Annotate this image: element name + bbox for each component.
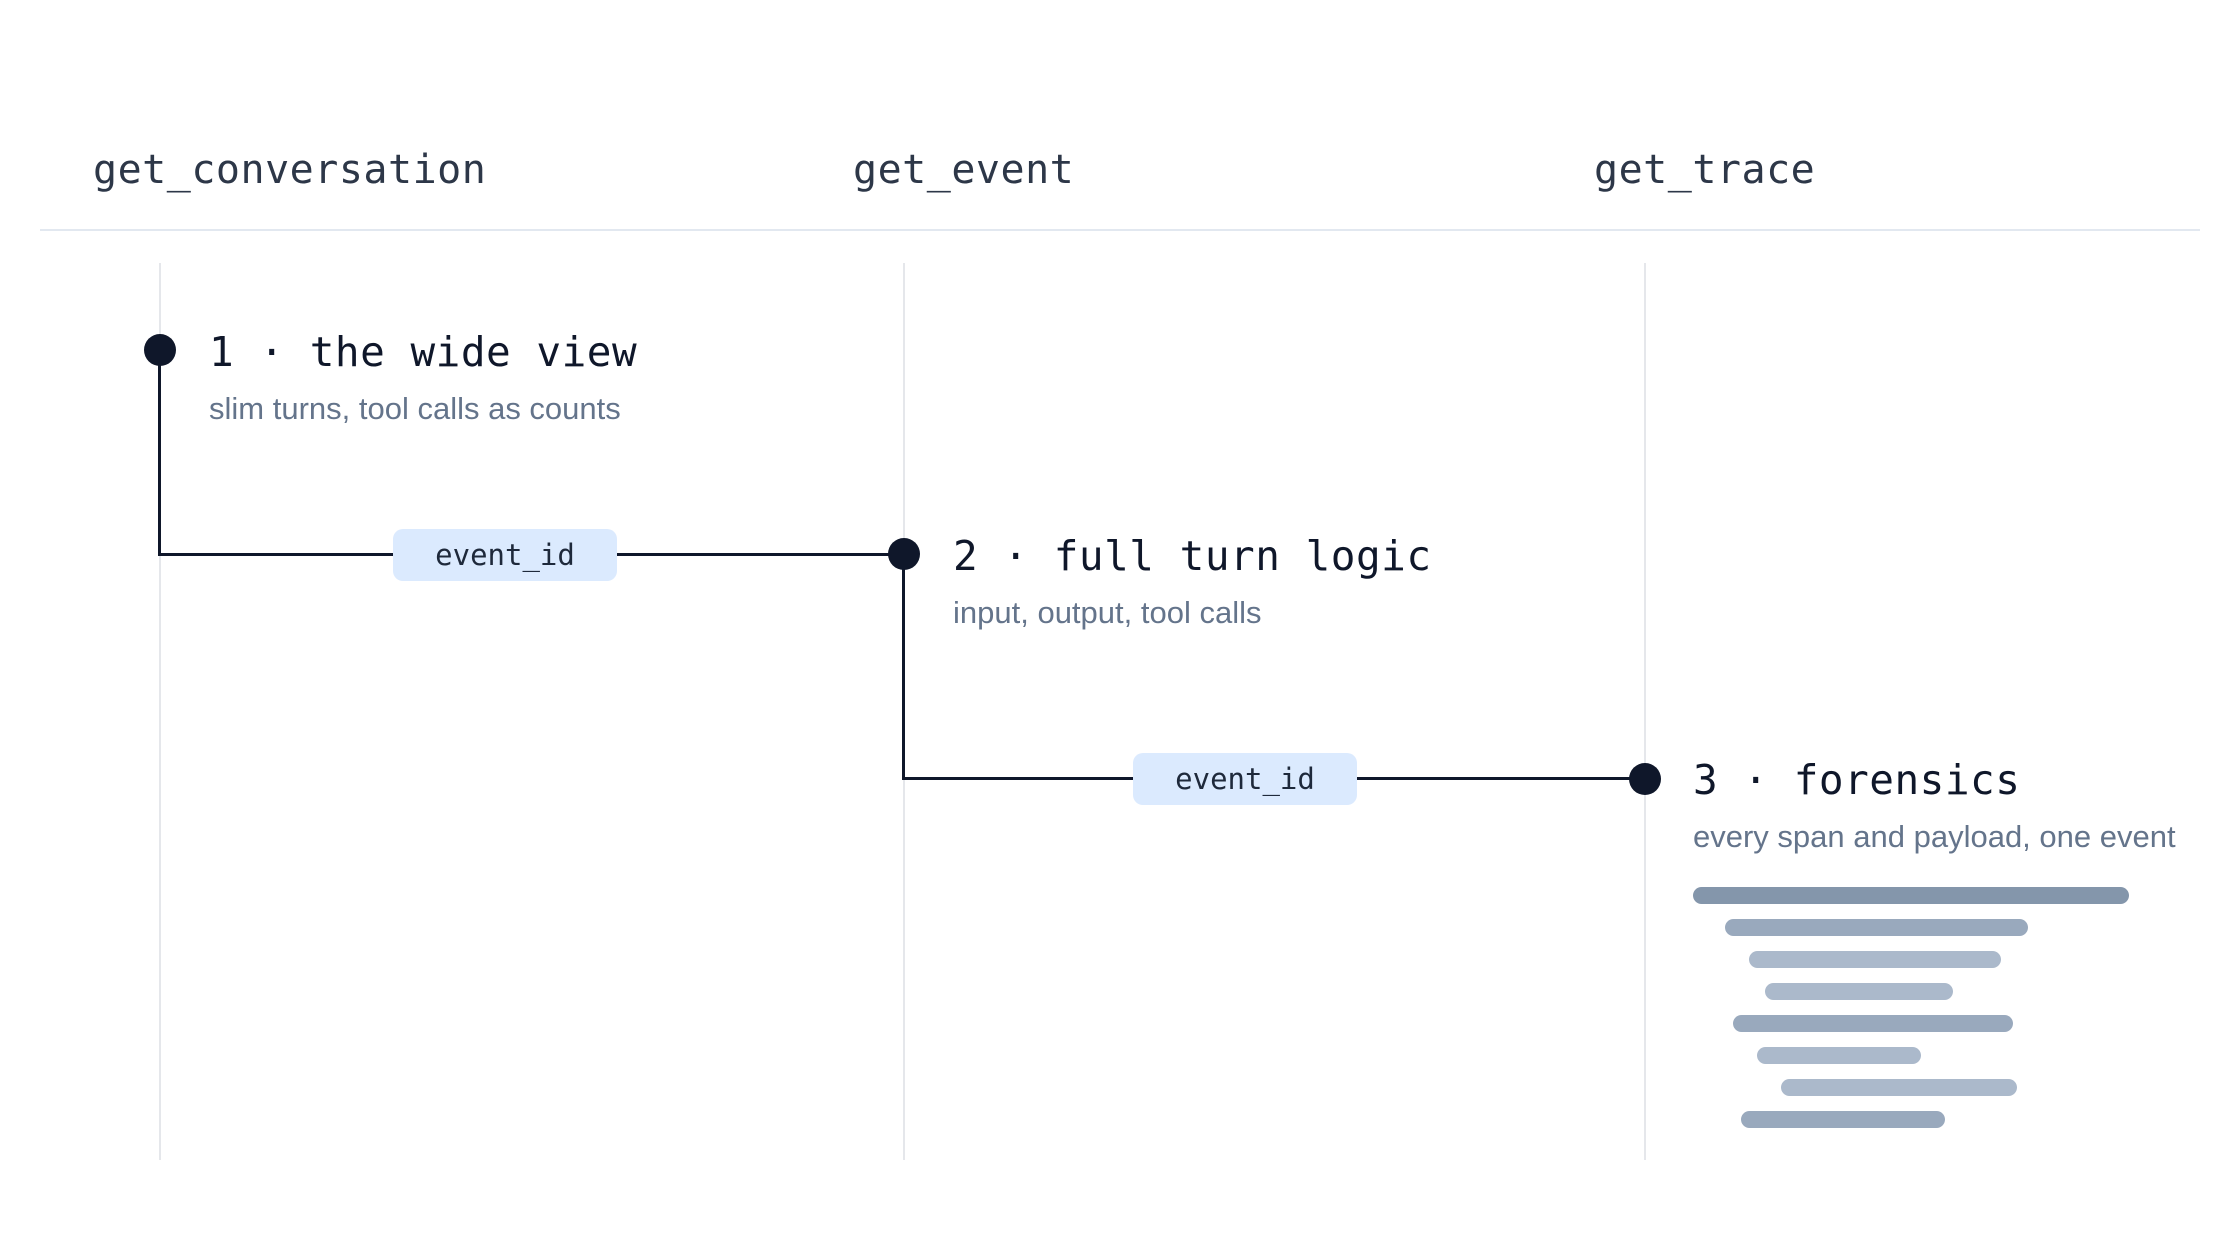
step-2-subtitle: input, output, tool calls bbox=[953, 595, 1262, 630]
trace-span-bar bbox=[1781, 1079, 2017, 1096]
event-id-chip-2: event_id bbox=[1133, 753, 1357, 805]
column-title-get-conversation: get_conversation bbox=[93, 147, 487, 193]
step-2-title: 2 · full turn logic bbox=[953, 532, 1432, 580]
trace-span-bar bbox=[1765, 983, 1953, 1000]
event-id-chip-1: event_id bbox=[393, 529, 617, 581]
trace-span-bar bbox=[1757, 1047, 1921, 1064]
step-1-node bbox=[144, 334, 176, 366]
step-3-title: 3 · forensics bbox=[1693, 756, 2021, 804]
step-1-title: 1 · the wide view bbox=[209, 328, 638, 376]
trace-span-bar bbox=[1733, 1015, 2013, 1032]
column-title-get-trace: get_trace bbox=[1594, 147, 1816, 193]
connector-2-vertical bbox=[902, 554, 905, 780]
trace-span-bar bbox=[1693, 887, 2129, 904]
header-divider bbox=[40, 229, 2200, 231]
step-2-node bbox=[888, 538, 920, 570]
step-3-node bbox=[1629, 763, 1661, 795]
column-guide-3 bbox=[1644, 263, 1646, 1160]
connector-1-vertical bbox=[158, 350, 161, 556]
trace-span-bar bbox=[1725, 919, 2028, 936]
column-title-get-event: get_event bbox=[853, 147, 1075, 193]
trace-span-bar bbox=[1749, 951, 2001, 968]
column-guide-1 bbox=[159, 263, 161, 1160]
trace-span-bar bbox=[1741, 1111, 1945, 1128]
step-1-subtitle: slim turns, tool calls as counts bbox=[209, 391, 621, 426]
step-3-subtitle: every span and payload, one event bbox=[1693, 819, 2176, 854]
